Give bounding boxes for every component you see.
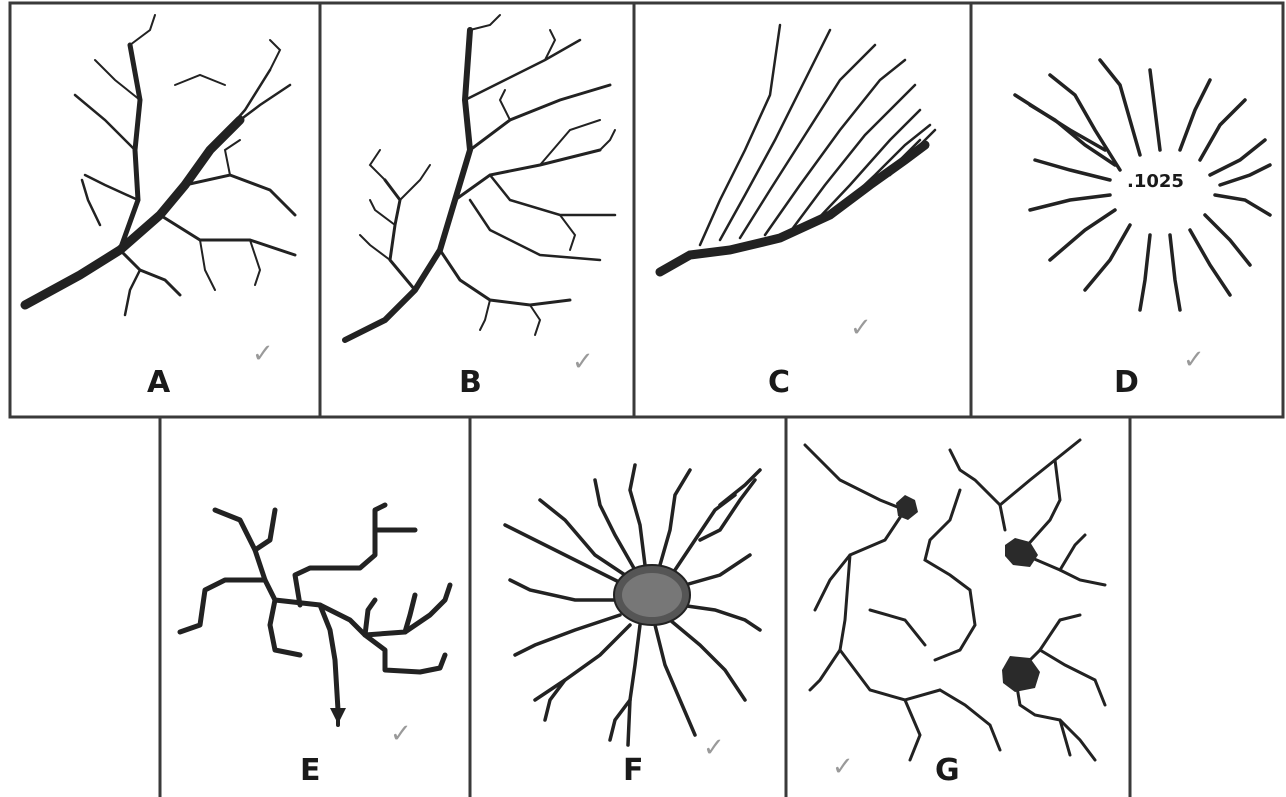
panel-a-dendritic-pattern (25, 15, 295, 315)
check-mark-b: ✓ (572, 347, 594, 377)
panel-g-sinkholes (896, 495, 1040, 692)
sinkhole-3 (1002, 656, 1040, 692)
panel-label-g: G (935, 753, 960, 788)
panel-label-d: D (1114, 365, 1139, 400)
sinkhole-1 (896, 495, 918, 520)
check-mark-e: ✓ (390, 719, 412, 749)
panel-b-dendritic-fine-pattern (345, 15, 615, 340)
panel-label-f: F (623, 753, 644, 788)
panel-label-e: E (300, 753, 321, 788)
check-marks: ✓ ✓ ✓ ✓ ✓ ✓ ✓ (252, 313, 1205, 782)
panel-label-c: C (768, 365, 790, 400)
check-mark-c: ✓ (850, 313, 872, 343)
panel-d-center-label: .1025 (1127, 171, 1184, 192)
check-mark-d: ✓ (1183, 345, 1205, 375)
sinkhole-2 (1005, 538, 1038, 567)
panel-g-deranged-pattern (805, 440, 1105, 760)
panel-e-rectangular-pattern (180, 505, 450, 725)
check-mark-g: ✓ (832, 752, 854, 782)
panel-f-central-peak (614, 565, 690, 625)
panel-c-parallel-pattern (660, 25, 935, 272)
panel-label-a: A (147, 365, 171, 400)
check-mark-a: ✓ (252, 339, 274, 369)
panel-label-b: B (459, 365, 482, 400)
top-row-frame (10, 3, 1283, 417)
check-mark-f: ✓ (703, 733, 725, 763)
